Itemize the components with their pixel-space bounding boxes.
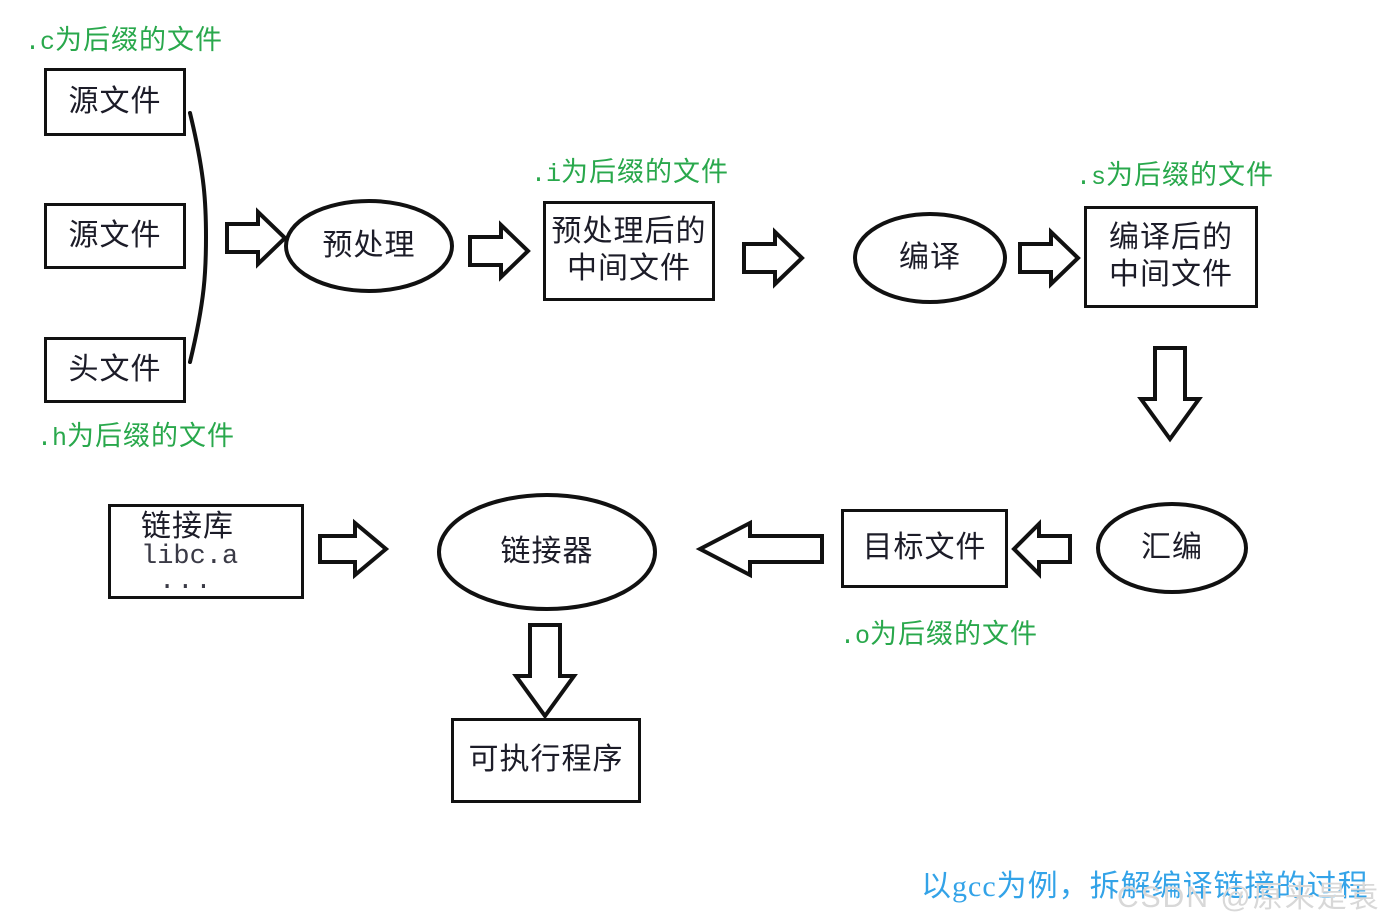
node-label-line2: libc.a (141, 541, 239, 572)
annotation-prefix: .i (531, 160, 562, 189)
arrow-sfile-to-assemble (1137, 346, 1203, 443)
node-label-line3: ... (159, 567, 214, 598)
node-label: 汇编 (1141, 530, 1203, 564)
annotation-prefix: .s (1076, 163, 1107, 192)
node-link-library[interactable]: 链接库 libc.a ... (108, 504, 304, 599)
node-label: 目标文件 (862, 531, 987, 565)
annotation-suffix: 为后缀的文件 (1106, 160, 1275, 190)
node-label: 可执行程序 (468, 743, 624, 777)
node-label-line1: 预处理后的 (551, 215, 707, 249)
node-label: 预处理 (322, 228, 416, 262)
arrow-libs-to-linker (318, 518, 390, 580)
arrow-ifile-to-compile (742, 227, 805, 289)
node-linker[interactable]: 链接器 (439, 495, 655, 609)
node-label-line1: 编译后的 (1109, 221, 1233, 255)
node-header-file[interactable]: 头文件 (44, 337, 186, 403)
node-label-line2: 中间文件 (1109, 258, 1233, 291)
annotation-s-suffix: .s为后缀的文件 (1076, 153, 1274, 192)
node-preprocess[interactable]: 预处理 (286, 201, 452, 291)
diagram-caption: 以gcc为例，拆解编译链接的过程 (921, 870, 1369, 903)
annotation-i-suffix: .i为后缀的文件 (531, 150, 729, 189)
annotation-suffix: 为后缀的文件 (67, 421, 236, 451)
node-label: 源文件 (68, 218, 162, 252)
node-executable-program[interactable]: 可执行程序 (451, 718, 641, 803)
annotation-prefix: .h (37, 424, 68, 453)
node-label: 源文件 (68, 84, 162, 118)
node-assemble[interactable]: 汇编 (1098, 504, 1246, 592)
arrow-compile-to-sfile (1018, 227, 1081, 289)
annotation-suffix: 为后缀的文件 (561, 157, 730, 187)
node-compiled-intermediate-file[interactable]: 编译后的 中间文件 (1084, 206, 1258, 308)
node-source-file-2[interactable]: 源文件 (44, 203, 186, 269)
annotation-prefix: .o (840, 622, 871, 651)
node-source-file-1[interactable]: 源文件 (44, 68, 186, 136)
node-compile[interactable]: 编译 (855, 214, 1005, 302)
arrow-preprocess-to-ifile (468, 220, 531, 282)
node-label: 编译 (899, 240, 961, 274)
node-label-line2: 中间文件 (567, 252, 691, 285)
arrow-sources-to-preprocess (225, 207, 288, 269)
annotation-prefix: .c (25, 28, 56, 57)
annotation-h-suffix: .h为后缀的文件 (37, 414, 235, 453)
node-label: 头文件 (68, 352, 162, 386)
node-preprocessed-intermediate-file[interactable]: 预处理后的 中间文件 (543, 201, 715, 301)
annotation-suffix: 为后缀的文件 (870, 619, 1039, 649)
annotation-o-suffix: .o为后缀的文件 (840, 612, 1038, 651)
arrow-objfile-to-linker (695, 519, 824, 579)
arrow-linker-to-exe (512, 623, 578, 720)
node-label-line1: 链接库 (141, 509, 234, 543)
node-label: 链接器 (500, 534, 594, 568)
annotation-c-suffix: .c为后缀的文件 (25, 18, 223, 57)
source-group-brace (188, 111, 209, 364)
annotation-suffix: 为后缀的文件 (55, 25, 224, 55)
csdn-watermark: CSDN @原来是袁 (1117, 881, 1379, 914)
node-object-file[interactable]: 目标文件 (841, 509, 1008, 588)
arrow-assemble-to-objfile (1011, 519, 1072, 579)
